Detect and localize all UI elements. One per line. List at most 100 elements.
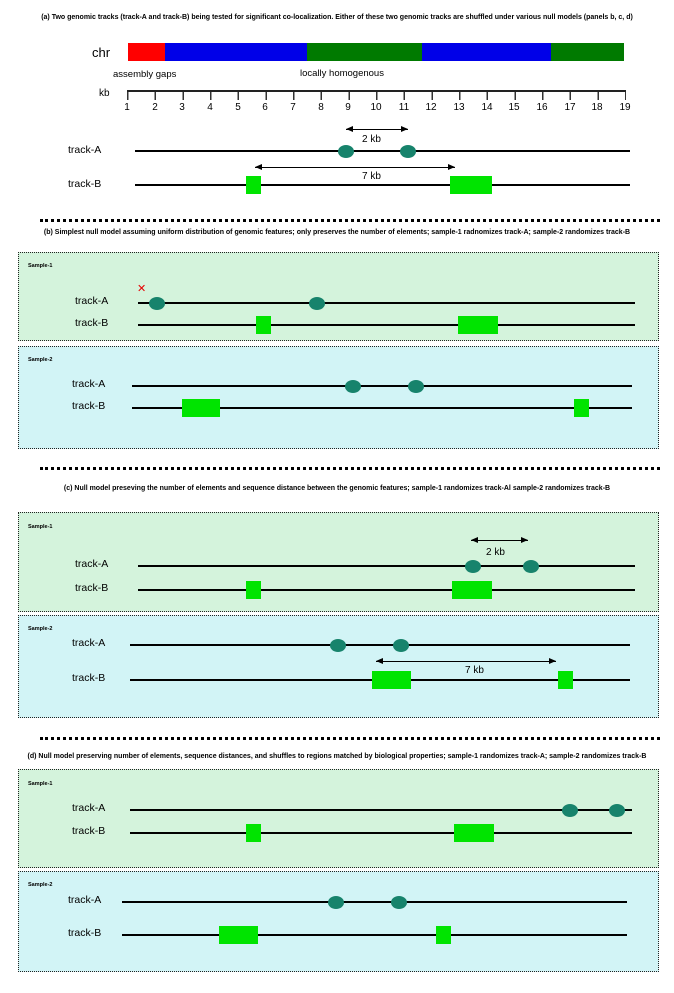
track-a-feature-circle (393, 639, 409, 652)
track-a-label: track-A (75, 558, 109, 570)
tick-label: 4 (207, 102, 213, 113)
locally-homogenous-label: locally homogenous (300, 68, 384, 79)
panel-b-sample-1-box (18, 252, 659, 341)
track-a-line (130, 644, 630, 646)
track-b-line (122, 934, 627, 936)
track-b-line (138, 589, 635, 591)
tick-label: 8 (318, 102, 324, 113)
track-a-feature-circle (400, 145, 416, 158)
track-b-label: track-B (68, 927, 102, 939)
track-b-feature-rect (246, 176, 261, 194)
tick-label: 17 (564, 102, 576, 113)
track-a-feature-circle (391, 896, 407, 909)
track-a-line (122, 901, 627, 903)
distance-label-7kb: 7 kb (362, 171, 381, 182)
track-b-line (130, 832, 632, 834)
tick-label: 18 (591, 102, 603, 113)
track-b-feature-rect (219, 926, 258, 944)
track-a-line (138, 302, 635, 304)
tick-label: 11 (398, 102, 410, 113)
track-b-feature-rect (558, 671, 573, 689)
chr-segment-blue (165, 43, 307, 61)
tick-label: 3 (179, 102, 185, 113)
tick-label: 19 (619, 102, 631, 113)
distance-arrow-7kb (255, 163, 455, 170)
track-b-label: track-B (68, 178, 102, 190)
track-b-feature-rect (574, 399, 589, 417)
track-a-label: track-A (68, 894, 102, 906)
panel-c-sample-1-box (18, 512, 659, 612)
chr-segment-green (307, 43, 422, 61)
tick-label: 7 (290, 102, 296, 113)
distance-arrow-2kb (471, 536, 528, 543)
panel-a-caption: (a) Two genomic tracks (track-A and trac… (41, 14, 633, 21)
track-b-feature-rect (436, 926, 451, 944)
tick-label: 15 (508, 102, 520, 113)
track-a-feature-circle (562, 804, 578, 817)
track-a-label: track-A (72, 637, 106, 649)
track-a-line (132, 385, 632, 387)
tick-label: 5 (235, 102, 241, 113)
panel-d-caption: (d) Null model preserving number of elem… (27, 753, 647, 760)
tick-label: 14 (481, 102, 493, 113)
chr-segment-green (551, 43, 624, 61)
distance-arrow-2kb (346, 125, 408, 132)
track-b-feature-rect (246, 581, 261, 599)
chr-segment-red (128, 43, 165, 61)
panel-d-sample-1-box (18, 769, 659, 868)
track-a-label: track-A (72, 378, 106, 390)
distance-label-2kb: 2 kb (362, 134, 381, 145)
track-b-line (138, 324, 635, 326)
track-b-line (135, 184, 630, 186)
track-b-feature-rect (246, 824, 261, 842)
track-a-line (138, 565, 635, 567)
sample-label: Sample-1 (28, 263, 53, 269)
track-a-feature-circle (465, 560, 481, 573)
tick-label: 9 (345, 102, 351, 113)
tick-label: 13 (453, 102, 465, 113)
distance-label-7kb: 7 kb (465, 665, 484, 676)
tick-label: 12 (425, 102, 437, 113)
sample-label: Sample-2 (28, 357, 53, 363)
track-a-feature-circle (345, 380, 361, 393)
chromosome-bar (128, 43, 624, 61)
track-b-label: track-B (72, 400, 106, 412)
sample-label: Sample-1 (28, 524, 53, 530)
distance-label-2kb: 2 kb (486, 547, 505, 558)
panel-b-caption: (b) Simplest null model assuming uniform… (43, 229, 631, 236)
kb-unit-label: kb (99, 88, 110, 99)
chr-segment-blue (422, 43, 551, 61)
track-a-feature-circle (338, 145, 354, 158)
separator-dots (40, 737, 660, 740)
track-b-label: track-B (75, 317, 109, 329)
kb-ruler (127, 90, 626, 100)
track-b-feature-rect (182, 399, 220, 417)
assembly-gaps-label: assembly gaps (113, 69, 177, 80)
track-b-feature-rect (256, 316, 271, 334)
track-a-feature-circle (330, 639, 346, 652)
tick-label: 6 (262, 102, 268, 113)
track-b-label: track-B (75, 582, 109, 594)
distance-arrow-7kb (376, 657, 556, 664)
track-b-feature-rect (372, 671, 411, 689)
track-a-feature-circle (328, 896, 344, 909)
track-b-feature-rect (454, 824, 494, 842)
sample-label: Sample-2 (28, 882, 53, 888)
track-a-feature-circle (609, 804, 625, 817)
red-cross-mark: ✕ (137, 283, 147, 295)
tick-label: 1 (124, 102, 130, 113)
panel-d-sample-2-box (18, 871, 659, 972)
track-b-line (132, 407, 632, 409)
sample-label: Sample-2 (28, 626, 53, 632)
track-a-label: track-A (72, 802, 106, 814)
track-a-label: track-A (75, 295, 109, 307)
track-a-line (130, 809, 632, 811)
sample-label: Sample-1 (28, 781, 53, 787)
track-b-label: track-B (72, 825, 106, 837)
track-a-feature-circle (149, 297, 165, 310)
panel-c-caption: (c) Null model preseving the number of e… (63, 485, 611, 492)
tick-label: 2 (152, 102, 158, 113)
separator-dots (40, 467, 660, 470)
separator-dots (40, 219, 660, 222)
